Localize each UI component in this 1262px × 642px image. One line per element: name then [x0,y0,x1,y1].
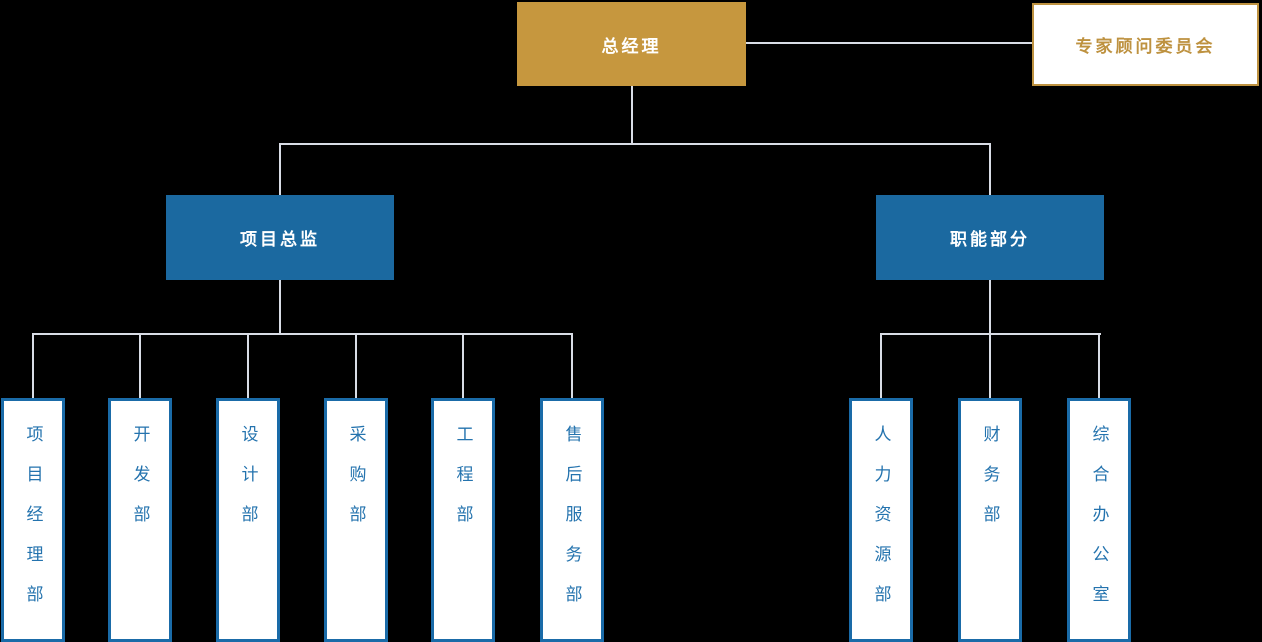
connector-drop-dept-8 [989,335,991,398]
connector-drop-dept-4 [355,335,357,398]
connector-drop-dept-9 [1098,335,1100,398]
connector-left-horizontal [32,333,573,335]
dept-label: 设计部 [238,425,258,545]
connector-root-down [631,86,633,144]
node-dept-general-office: 综合办公室 [1067,398,1131,642]
connector-main-horizontal [279,143,991,145]
connector-drop-project-director [279,143,281,195]
connector-drop-dept-2 [139,335,141,398]
dept-label: 综合办公室 [1089,425,1109,625]
node-dept-engineering: 工程部 [431,398,495,642]
connector-drop-functional-division [989,143,991,195]
dept-label: 财务部 [980,425,1000,545]
connector-root-to-advisory [746,42,1032,44]
connector-drop-dept-1 [32,335,34,398]
dept-label: 开发部 [130,425,150,545]
node-project-director: 项目总监 [166,195,394,280]
connector-drop-dept-6 [571,335,573,398]
dept-label: 工程部 [453,425,473,545]
connector-drop-dept-3 [247,335,249,398]
node-dept-after-sales-service: 售后服务部 [540,398,604,642]
connector-drop-dept-5 [462,335,464,398]
connector-drop-dept-7 [880,335,882,398]
node-dept-human-resources: 人力资源部 [849,398,913,642]
node-dept-development: 开发部 [108,398,172,642]
connector-project-director-down [279,280,281,335]
connector-right-horizontal [880,333,1101,335]
dept-label: 售后服务部 [562,425,582,625]
dept-label: 采购部 [346,425,366,545]
node-dept-procurement: 采购部 [324,398,388,642]
dept-label: 人力资源部 [871,425,891,625]
node-general-manager: 总经理 [517,2,746,86]
node-expert-advisory-committee: 专家顾问委员会 [1032,3,1259,86]
node-dept-design: 设计部 [216,398,280,642]
node-dept-project-management: 项目经理部 [1,398,65,642]
node-functional-division: 职能部分 [876,195,1104,280]
connector-functional-down [989,280,991,335]
node-dept-finance: 财务部 [958,398,1022,642]
dept-label: 项目经理部 [23,425,43,625]
